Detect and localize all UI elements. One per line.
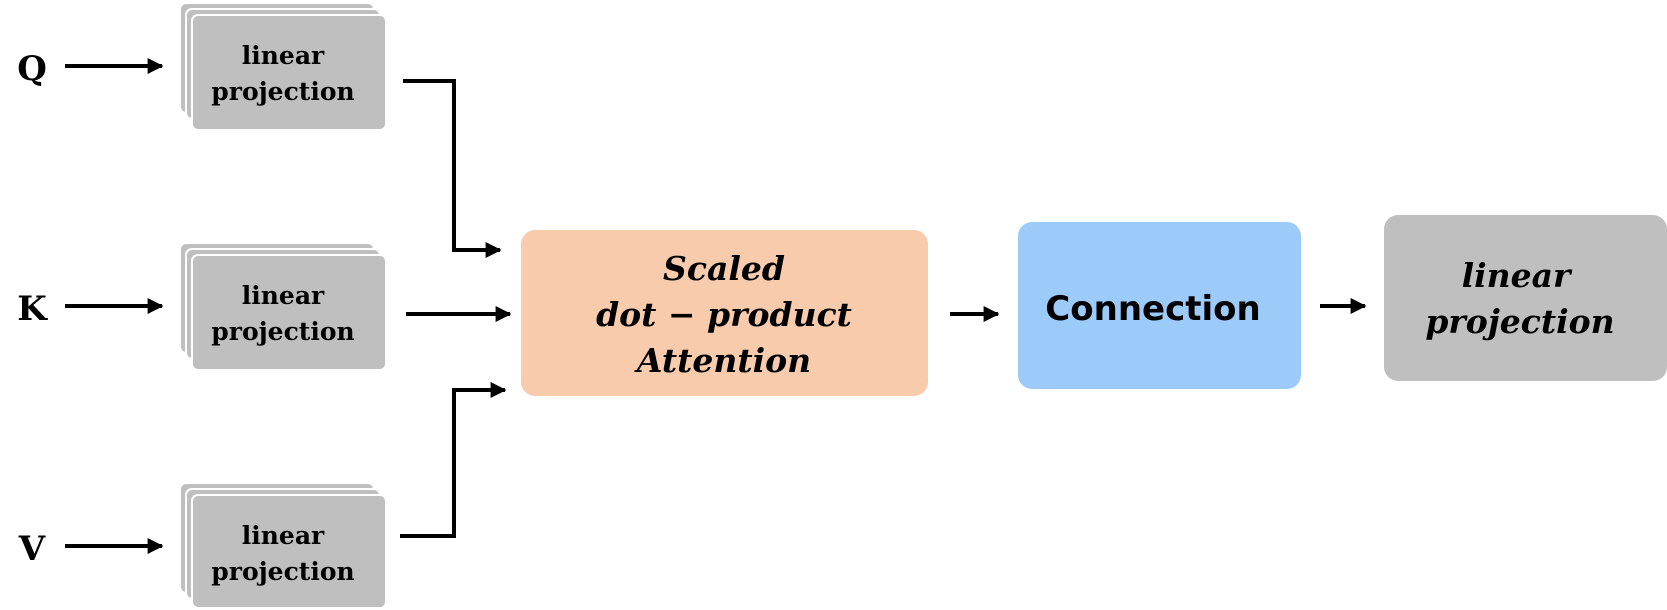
- input-q-label: Q: [17, 49, 47, 89]
- v-projection-layer-front: [191, 494, 387, 609]
- v-linear-projection-stack: linear projection: [179, 482, 387, 609]
- k-projection-line-1: linear: [242, 281, 325, 310]
- k-projection-layer-front: [191, 254, 387, 371]
- q-to-attention-connector: [403, 79, 502, 258]
- input-v-label: V: [18, 529, 46, 569]
- q-projection-layer-front: [191, 14, 387, 131]
- connection-box: [1018, 222, 1301, 389]
- connection-block: Connection: [1018, 222, 1301, 389]
- k-projection-line-2: projection: [211, 317, 354, 346]
- output-projection-line-2: projection: [1425, 302, 1614, 341]
- q-projection-line-1: linear: [242, 41, 325, 70]
- attention-line-2: dot − product: [596, 295, 852, 334]
- v-to-attention-connector: [400, 382, 507, 538]
- output-linear-projection-block: linear projection: [1384, 215, 1667, 381]
- v-projection-line-2: projection: [211, 557, 354, 586]
- q-linear-projection-stack: linear projection: [179, 2, 387, 131]
- input-k-label: K: [17, 289, 48, 329]
- attention-box: [521, 230, 928, 396]
- attention-line-3: Attention: [634, 341, 811, 380]
- v-projection-line-1: linear: [242, 521, 325, 550]
- attention-line-1: Scaled: [663, 249, 785, 288]
- scaled-dot-product-attention-block: Scaled dot − product Attention: [521, 230, 928, 396]
- output-projection-line-1: linear: [1462, 256, 1573, 295]
- k-linear-projection-stack: linear projection: [179, 242, 387, 371]
- q-projection-line-2: projection: [211, 77, 354, 106]
- output-projection-box: [1384, 215, 1667, 381]
- connection-label: Connection: [1045, 289, 1260, 329]
